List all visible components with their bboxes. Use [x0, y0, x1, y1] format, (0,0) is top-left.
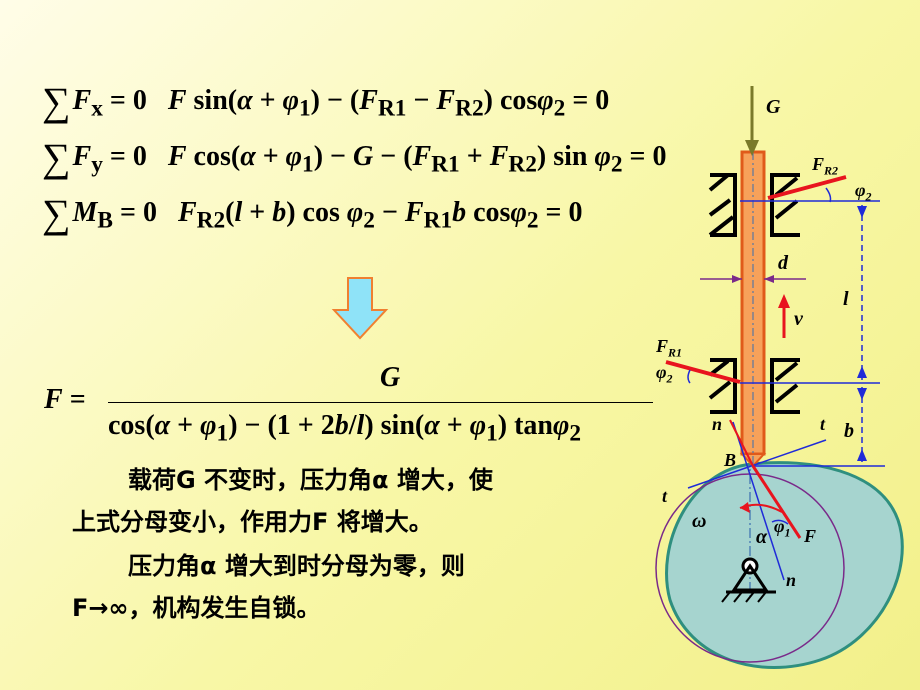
result-numerator: G: [380, 362, 401, 393]
label-t-right: t: [820, 414, 826, 434]
paragraph-1-line-2: 上式分母变小，作用力F 将增大。: [72, 508, 433, 536]
cam-profile: [665, 461, 904, 669]
normal-line: [732, 421, 785, 581]
result-lhs: F =: [44, 384, 86, 415]
label-F: F: [804, 526, 817, 546]
paragraph-2-line-2: F→∞，机构发生自锁。: [72, 594, 321, 622]
label-phi2-top: φ2: [855, 180, 872, 204]
label-n-top: n: [712, 414, 723, 434]
paragraph-1-line-1: 载荷G 不变时，压力角α 增大，使: [128, 466, 493, 494]
label-omega: ω: [692, 510, 707, 532]
fraction-bar: [108, 402, 653, 403]
equation-sum-mb: ∑MB = 0 FR2(l + b) cos φ2 − FR1b cosφ2 =…: [42, 191, 583, 236]
label-t-left: t: [662, 486, 668, 506]
label-n-bottom: n: [786, 570, 797, 590]
label-alpha: α: [756, 526, 768, 548]
label-FR2: FR2: [812, 154, 839, 178]
label-d: d: [778, 252, 788, 274]
label-v: v: [794, 308, 803, 330]
equation-sum-fy: ∑Fy = 0 F cos(α + φ1) − G − (FR1 + FR2) …: [42, 135, 667, 180]
label-FR1: FR1: [656, 336, 683, 360]
tangent-line: [687, 439, 827, 489]
label-G: G: [766, 96, 781, 118]
result-denominator: cos(α + φ1) − (1 + 2b/l) sin(α + φ1) tan…: [108, 410, 582, 447]
label-B: B: [724, 450, 737, 470]
lower-guide: [708, 358, 800, 414]
label-phi1: φ1: [774, 516, 791, 540]
upper-guide: [708, 173, 800, 237]
equation-sum-fx: ∑Fx = 0 F sin(α + φ1) − (FR1 − FR2) cosφ…: [42, 79, 610, 124]
down-arrow-icon: [331, 277, 389, 340]
label-phi2-bottom: φ2: [656, 362, 673, 386]
label-b: b: [844, 420, 854, 442]
paragraph-2-line-1: 压力角α 增大到时分母为零，则: [128, 552, 465, 580]
label-l: l: [843, 288, 849, 310]
